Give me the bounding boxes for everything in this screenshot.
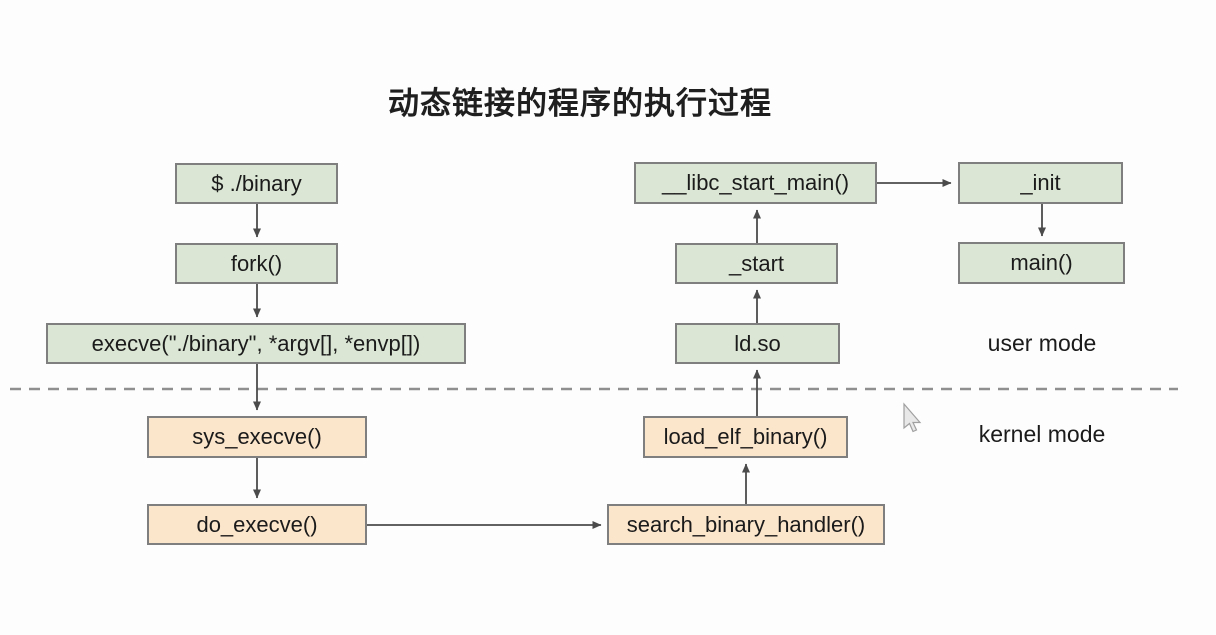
node-libc-start-main: __libc_start_main()	[634, 162, 877, 204]
node-execve: execve("./binary", *argv[], *envp[])	[46, 323, 466, 364]
node-label: $ ./binary	[211, 170, 302, 196]
node-search-binary-handler: search_binary_handler()	[607, 504, 885, 545]
node-ld-so: ld.so	[675, 323, 840, 364]
node-init: _init	[958, 162, 1123, 204]
node-main: main()	[958, 242, 1125, 284]
node-label: main()	[1010, 250, 1073, 275]
node-load-elf-binary: load_elf_binary()	[643, 416, 848, 458]
node-label: search_binary_handler()	[626, 511, 866, 537]
node-label: load_elf_binary()	[663, 424, 828, 449]
node-fork: fork()	[175, 243, 338, 284]
node-label: __libc_start_main()	[661, 170, 850, 195]
node-label: _start	[728, 250, 785, 276]
mouse-pointer-icon	[903, 402, 922, 433]
node-label: _init	[1020, 170, 1061, 195]
node-label: fork()	[230, 250, 283, 276]
node-start: _start	[675, 243, 838, 284]
node-do-execve: do_execve()	[147, 504, 367, 545]
node-label: execve("./binary", *argv[], *envp[])	[91, 330, 421, 356]
node-label: do_execve()	[196, 511, 318, 537]
diagram-title: 动态链接的程序的执行过程	[388, 86, 772, 121]
node-sys-execve: sys_execve()	[147, 416, 367, 458]
node-label: ld.so	[734, 330, 781, 356]
node-shell-binary: $ ./binary	[175, 163, 338, 204]
kernel-mode-label: kernel mode	[978, 421, 1106, 447]
node-label: sys_execve()	[192, 424, 322, 449]
user-mode-label: user mode	[987, 330, 1097, 356]
